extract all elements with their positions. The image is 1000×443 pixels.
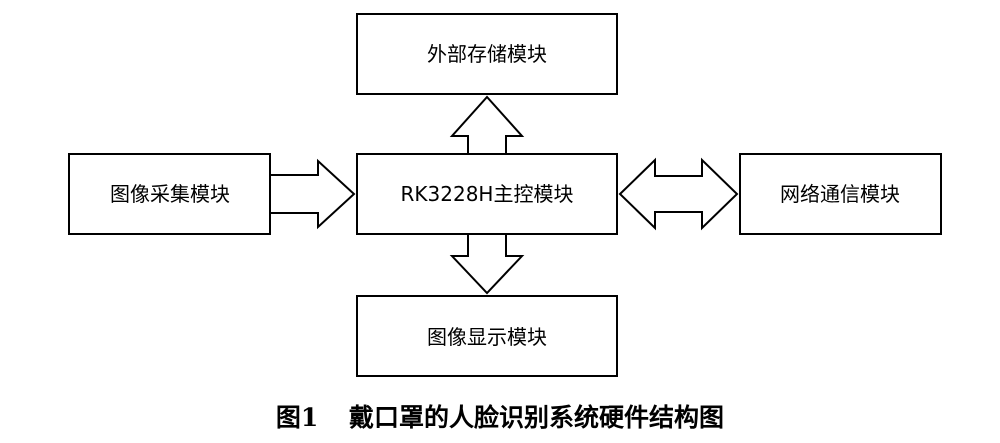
node-image-display: 图像显示模块 <box>356 295 618 377</box>
node-main-control-label: RK3228H主控模块 <box>401 182 574 206</box>
arrow-main-to-display <box>449 233 525 295</box>
arrow-main-network-bidirectional <box>618 157 739 231</box>
node-image-capture: 图像采集模块 <box>68 153 271 235</box>
node-main-control: RK3228H主控模块 <box>356 153 618 235</box>
node-network-communication-label: 网络通信模块 <box>780 182 900 206</box>
node-image-display-label: 图像显示模块 <box>427 325 547 349</box>
figure-number: 图1 <box>276 403 318 432</box>
arrow-main-to-storage <box>449 95 525 155</box>
node-external-storage: 外部存储模块 <box>356 13 618 95</box>
node-external-storage-label: 外部存储模块 <box>427 42 547 66</box>
figure-title: 戴口罩的人脸识别系统硬件结构图 <box>349 403 724 432</box>
node-network-communication: 网络通信模块 <box>739 153 942 235</box>
node-image-capture-label: 图像采集模块 <box>110 182 230 206</box>
figure-caption: 图1 戴口罩的人脸识别系统硬件结构图 <box>276 403 724 432</box>
arrow-capture-to-main <box>269 158 356 230</box>
